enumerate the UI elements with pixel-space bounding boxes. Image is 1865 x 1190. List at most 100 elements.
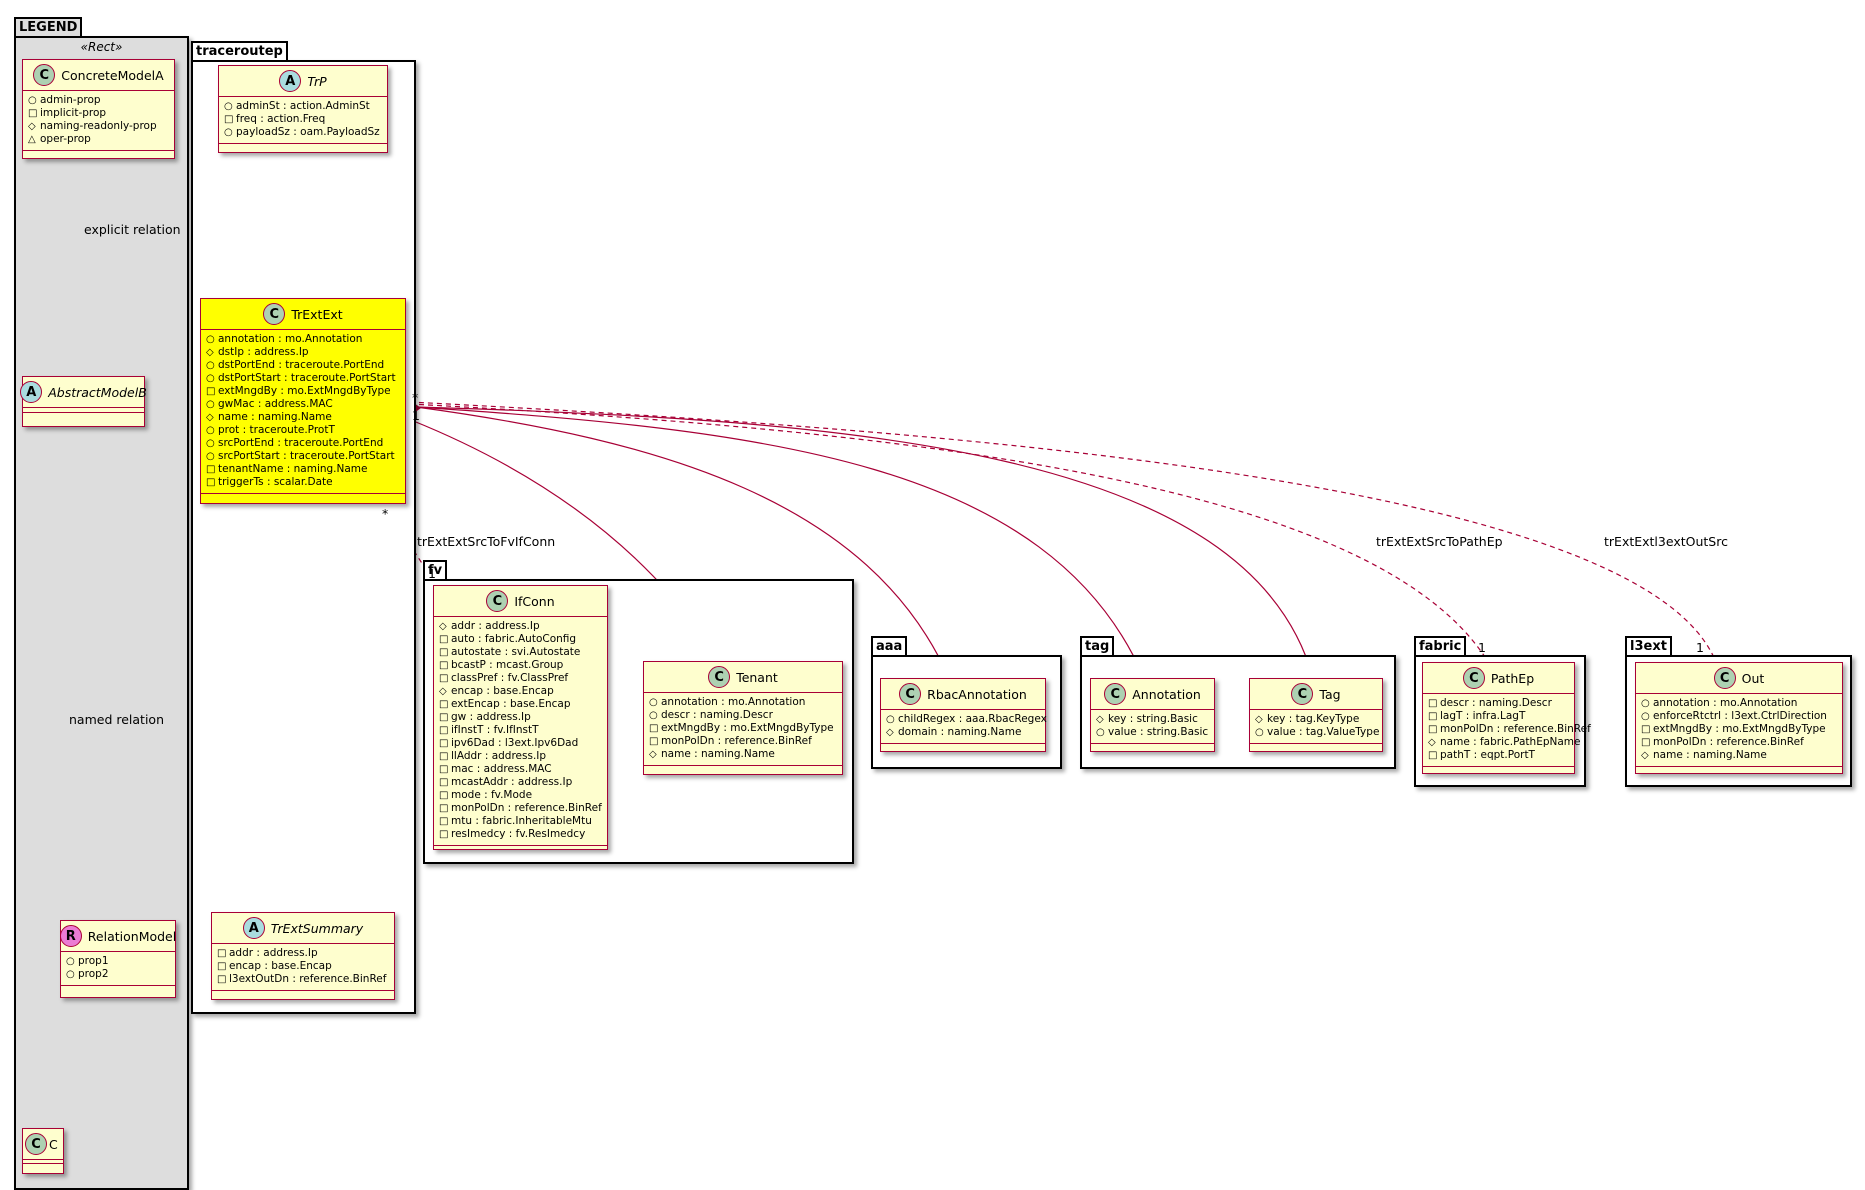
- relation-pathep-line: [409, 403, 1491, 666]
- class-icon: C: [486, 590, 509, 612]
- package-icon: △: [28, 134, 36, 145]
- visibility-icon: □: [217, 961, 227, 972]
- visibility-icon: ○: [206, 438, 215, 449]
- attribute-list: ○childRegex : aaa.RbacRegex ◇domain : na…: [881, 710, 1047, 744]
- attribute: resImedcy : fv.ResImedcy: [451, 828, 586, 840]
- attribute: lagT : infra.LagT: [1440, 710, 1526, 722]
- visibility-icon: □: [439, 699, 449, 710]
- class-icon: C: [1462, 667, 1485, 689]
- named-relation-label: named relation: [69, 712, 164, 727]
- attribute: childRegex : aaa.RbacRegex: [898, 713, 1047, 725]
- visibility-icon: ○: [206, 373, 215, 384]
- multiplicity-one: 1: [412, 408, 420, 423]
- visibility-icon: □: [439, 634, 449, 645]
- class-icon: C: [1104, 683, 1127, 705]
- rbacannotation-class: C RbacAnnotation ○childRegex : aaa.RbacRe…: [880, 678, 1047, 752]
- traceroutep-package-title: traceroutep: [191, 41, 288, 62]
- attribute: key : string.Basic: [1108, 713, 1198, 725]
- visibility-icon: □: [206, 386, 216, 397]
- visibility-icon: ◇: [886, 727, 894, 738]
- legend-package: LEGEND «Rect»: [14, 17, 189, 1190]
- visibility-icon: ◇: [1255, 714, 1263, 725]
- class-name: IfConn: [514, 593, 555, 609]
- class-icon: C: [1713, 667, 1736, 689]
- tag-package-title: tag: [1080, 636, 1115, 657]
- class-name: TrExtExt: [291, 306, 343, 322]
- abstract-class-icon: A: [242, 917, 265, 939]
- attribute: addr : address.Ip: [229, 947, 318, 959]
- visibility-icon: ○: [886, 714, 895, 725]
- visibility-icon: □: [439, 647, 449, 658]
- attribute: dstPortEnd : traceroute.PortEnd: [218, 359, 385, 371]
- attribute: encap : base.Encap: [451, 685, 554, 697]
- attribute: bcastP : mcast.Group: [451, 659, 564, 671]
- attribute: mcastAddr : address.Ip: [451, 776, 573, 788]
- attribute-list: ○adminSt : action.AdminSt □freq : action…: [219, 97, 387, 144]
- visibility-icon: ◇: [439, 621, 447, 632]
- attribute: name : naming.Name: [661, 748, 775, 760]
- visibility-icon: □: [439, 777, 449, 788]
- class-name: AbstractModelB: [48, 384, 147, 400]
- fv-package-title: fv: [423, 560, 448, 581]
- attribute: extMngdBy : mo.ExtMngdByType: [1653, 723, 1826, 735]
- visibility-icon: ○: [206, 425, 215, 436]
- attribute: dstIp : address.Ip: [218, 346, 309, 358]
- visibility-icon: ○: [1641, 711, 1650, 722]
- class-icon: C: [899, 683, 922, 705]
- attribute: admin-prop: [40, 94, 101, 106]
- attribute-list: □descr : naming.Descr □lagT : infra.LagT…: [1423, 694, 1591, 767]
- composition-tag-line: [415, 406, 1314, 679]
- visibility-icon: □: [206, 464, 216, 475]
- visibility-icon: □: [439, 790, 449, 801]
- attribute: implicit-prop: [40, 107, 107, 119]
- class-name: RbacAnnotation: [927, 686, 1027, 702]
- visibility-icon: ◇: [206, 412, 214, 423]
- visibility-icon: ◇: [1428, 737, 1436, 748]
- attribute-list: □addr : address.Ip □encap : base.Encap □…: [212, 944, 394, 991]
- visibility-icon: ○: [1096, 727, 1105, 738]
- visibility-icon: ◇: [1096, 714, 1104, 725]
- class-icon: C: [263, 303, 286, 325]
- attribute: value : string.Basic: [1108, 726, 1209, 738]
- class-name: C: [49, 1136, 58, 1152]
- attribute: name : naming.Name: [218, 411, 332, 423]
- multiplicity-star: *: [412, 390, 419, 405]
- attribute: naming-readonly-prop: [40, 120, 157, 132]
- traceroutep-package: traceroutep: [191, 41, 416, 1014]
- attribute: adminSt : action.AdminSt: [236, 100, 370, 112]
- attribute: classPref : fv.ClassPref: [451, 672, 569, 684]
- relation-l3extout-label: trExtExtl3extOutSrc: [1604, 534, 1728, 549]
- attribute: gw : address.Ip: [451, 711, 531, 723]
- class-name: Tag: [1319, 686, 1341, 702]
- composition-annotation-line: [415, 406, 1145, 679]
- visibility-icon: ○: [206, 399, 215, 410]
- attribute: payloadSz : oam.PayloadSz: [236, 126, 380, 138]
- visibility-icon: □: [439, 673, 449, 684]
- attribute-list: ○annotation : mo.Annotation ◇dstIp : add…: [201, 330, 405, 494]
- visibility-icon: □: [1428, 698, 1438, 709]
- private-icon: □: [28, 108, 38, 119]
- attribute: llAddr : address.Ip: [451, 750, 547, 762]
- multiplicity-one-l3extout: 1: [1696, 640, 1704, 655]
- attribute: l3extOutDn : reference.BinRef: [229, 973, 387, 985]
- visibility-icon: ○: [206, 334, 215, 345]
- attribute-list: ○annotation : mo.Annotation ○descr : nam…: [644, 693, 842, 766]
- fabric-package-title: fabric: [1414, 636, 1467, 657]
- attribute: mtu : fabric.InheritableMtu: [451, 815, 592, 827]
- attribute: ipv6Dad : l3ext.Ipv6Dad: [451, 737, 579, 749]
- attribute: enforceRtctrl : l3ext.CtrlDirection: [1653, 710, 1827, 722]
- attribute: annotation : mo.Annotation: [218, 333, 363, 345]
- visibility-icon: □: [439, 738, 449, 749]
- class-name: ConcreteModelA: [61, 67, 164, 83]
- attribute: autostate : svi.Autostate: [451, 646, 581, 658]
- attribute: annotation : mo.Annotation: [661, 696, 806, 708]
- visibility-icon: □: [1428, 724, 1438, 735]
- visibility-icon: ◇: [439, 686, 447, 697]
- multiplicity-one-pathep: 1: [1478, 640, 1486, 655]
